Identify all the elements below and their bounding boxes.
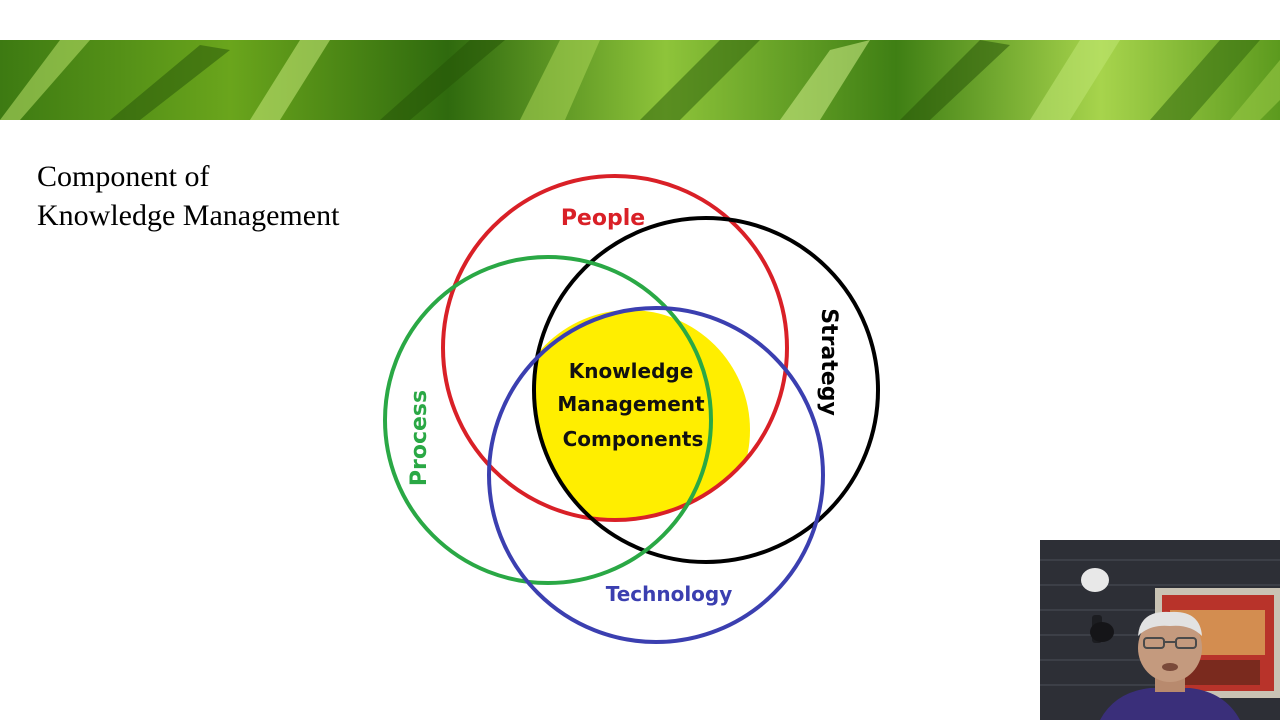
technology-circle: [487, 306, 825, 644]
slide-title-line-2: Knowledge Management: [37, 199, 340, 232]
center-label-line-1: Knowledge: [569, 359, 694, 383]
strategy-circle: [532, 216, 880, 564]
people-circle: [441, 174, 789, 522]
slide-title-line-1: Component of: [37, 160, 210, 193]
strategy-label: Strategy: [816, 308, 841, 416]
center-label-line-2: Management: [557, 392, 705, 416]
presenter-webcam-overlay: [1040, 540, 1280, 720]
process-circle: [383, 255, 713, 585]
grass-leaves-icon: [0, 40, 1280, 120]
center-intersection: [534, 310, 750, 520]
slide-title: Component of Knowledge Management: [37, 157, 397, 235]
grass-banner-image: [0, 40, 1280, 120]
center-label-line-3: Components: [563, 427, 704, 451]
people-label: People: [561, 206, 645, 231]
technology-label: Technology: [606, 582, 733, 606]
process-label: Process: [407, 390, 432, 486]
presenter-video-icon: [1040, 540, 1280, 720]
